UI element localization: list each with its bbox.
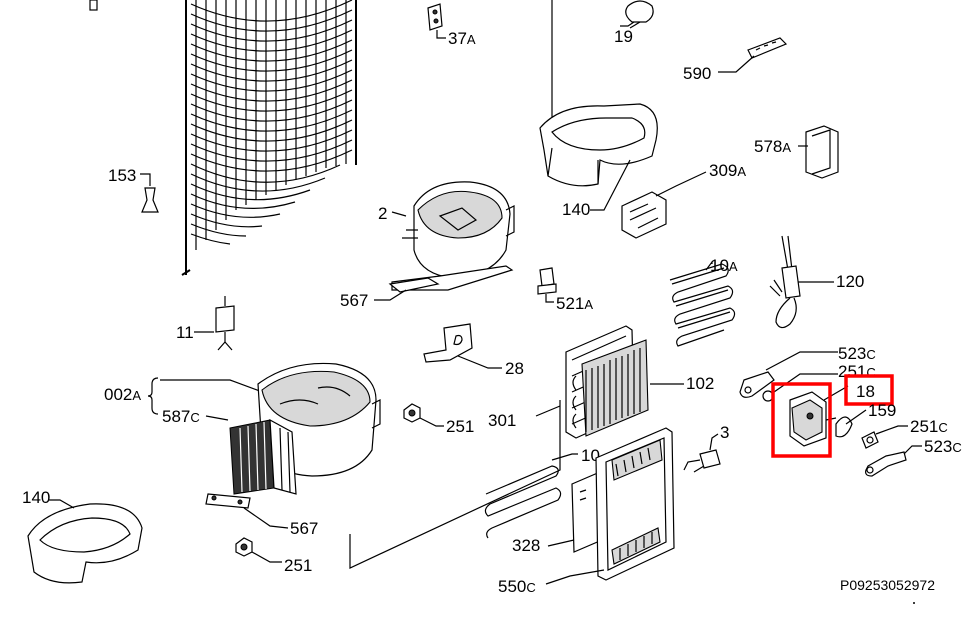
- label-120: 120: [836, 272, 864, 291]
- label-251-bottom: 251: [284, 556, 312, 575]
- label-251c-upper: 251C: [838, 362, 876, 381]
- label-3: 3: [720, 423, 729, 442]
- part-2-compressor: [391, 181, 515, 291]
- label-309a: 309A: [709, 161, 746, 180]
- part-3-connector: [683, 433, 721, 473]
- part-523c-clip-lower: [865, 445, 922, 477]
- label-140-top: 140: [562, 200, 590, 219]
- label-550c: 550C: [498, 577, 536, 596]
- label-567-top: 567: [340, 291, 368, 310]
- label-328: 328: [512, 536, 540, 555]
- part-328-panel: [547, 471, 603, 553]
- leader-587c: [205, 415, 229, 421]
- label-2: 2: [378, 204, 387, 223]
- part-condenser-coil: [181, 0, 357, 276]
- part-19-valve: [620, 0, 654, 29]
- part-251c-grommet-lower: [861, 425, 908, 449]
- part-18-fan-motor: [789, 385, 849, 447]
- label-523c-lower: 523C: [924, 437, 962, 456]
- label-102: 102: [686, 374, 714, 393]
- part-159-fan-blade: [835, 409, 867, 438]
- part-140-drip-tray-top: [539, 103, 658, 211]
- part-550c-rear-cover: [545, 427, 675, 585]
- part-251-nut-middle: [403, 403, 444, 427]
- part-521a-grommet: [537, 267, 557, 303]
- label-brace: [147, 377, 159, 415]
- part-153-screw: [140, 173, 159, 213]
- part-120-sensor: [769, 235, 834, 329]
- label-521a: 521A: [556, 294, 593, 313]
- part-28-bracket: [423, 323, 502, 369]
- part-251-nut-bottom: [235, 537, 282, 563]
- label-28: 28: [505, 359, 524, 378]
- part-309a-board: [621, 171, 707, 239]
- part-10a-heater: [669, 260, 736, 347]
- label-153: 153: [108, 166, 136, 185]
- label-159: 159: [868, 401, 896, 420]
- highlight-box-part-18: [771, 382, 832, 458]
- part-567-plate-bottom: [205, 493, 289, 529]
- part-567-plate-top: [374, 277, 440, 301]
- part-102-fins: [572, 339, 684, 437]
- diagram-reference-code: P09253052972: [840, 577, 935, 593]
- label-567-bottom: 567: [290, 519, 318, 538]
- part-10-defrost-heater: [484, 453, 578, 539]
- label-301: 301: [488, 411, 516, 430]
- part-523c-clip-upper: [739, 351, 838, 398]
- part-140-drip-tray-bottom: [27, 499, 143, 584]
- label-18: 18: [856, 382, 875, 401]
- label-140-bottom: 140: [22, 488, 50, 507]
- part-37a-bracket: [427, 3, 446, 39]
- part-587c-sound-insulation: [229, 418, 297, 495]
- part-578a-bracket: [798, 125, 839, 179]
- label-251c-lower: 251C: [910, 417, 948, 436]
- part-11-valve: [194, 296, 235, 351]
- label-10a: 10A: [710, 256, 738, 275]
- cabinet-outline: [349, 400, 561, 569]
- leader-002a: [160, 379, 269, 395]
- label-37a: 37A: [448, 29, 476, 48]
- label-10: 10: [581, 446, 600, 465]
- part-590-light-cover: [718, 37, 788, 73]
- label-587c: 587C: [162, 407, 200, 426]
- label-11: 11: [176, 323, 194, 342]
- highlight-box-label-18: [844, 374, 894, 406]
- label-19: 19: [614, 27, 633, 46]
- part-screw-top: [89, 0, 98, 11]
- label-590: 590: [683, 64, 711, 83]
- label-251-middle: 251: [446, 417, 474, 436]
- label-002a: 002A: [104, 385, 141, 404]
- label-578a: 578A: [754, 137, 791, 156]
- reference-dot: [913, 602, 915, 604]
- label-523c-upper: 523C: [838, 344, 876, 363]
